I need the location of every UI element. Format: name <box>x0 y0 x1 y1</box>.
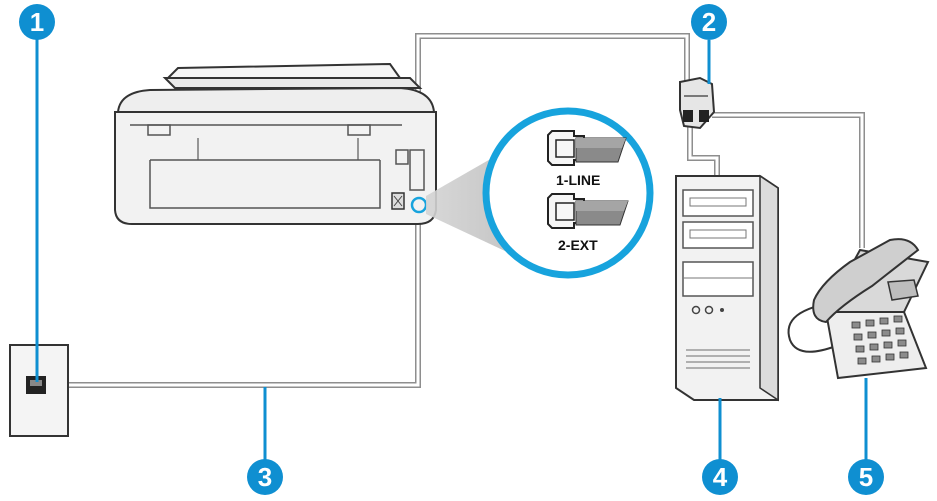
svg-text:5: 5 <box>859 462 873 492</box>
ext-port <box>547 193 629 229</box>
splitter-to-telephone-cable <box>712 112 865 248</box>
telephone <box>787 238 930 380</box>
callout-1: 1 <box>19 4 55 40</box>
ext-port-label: 2-EXT <box>558 237 598 253</box>
line-port <box>547 130 627 166</box>
svg-text:4: 4 <box>713 462 728 492</box>
phone-cord-cable <box>38 33 690 388</box>
line-port-label: 1-LINE <box>556 172 600 188</box>
svg-text:2: 2 <box>702 7 716 37</box>
callout-leaders <box>35 38 868 462</box>
callout-2: 2 <box>691 4 727 40</box>
parallel-splitter <box>679 76 716 130</box>
svg-text:1: 1 <box>30 7 44 37</box>
callout-4: 4 <box>702 459 738 495</box>
port-zoom-callout: 1-LINE 2-EXT <box>482 107 654 279</box>
callout-5: 5 <box>848 459 884 495</box>
cables <box>38 33 865 388</box>
callout-3: 3 <box>247 459 283 495</box>
svg-text:3: 3 <box>258 462 272 492</box>
splitter-to-computer-cable <box>687 122 720 178</box>
printer <box>114 62 437 225</box>
wall-jack <box>9 344 69 437</box>
computer-tower <box>675 174 779 402</box>
